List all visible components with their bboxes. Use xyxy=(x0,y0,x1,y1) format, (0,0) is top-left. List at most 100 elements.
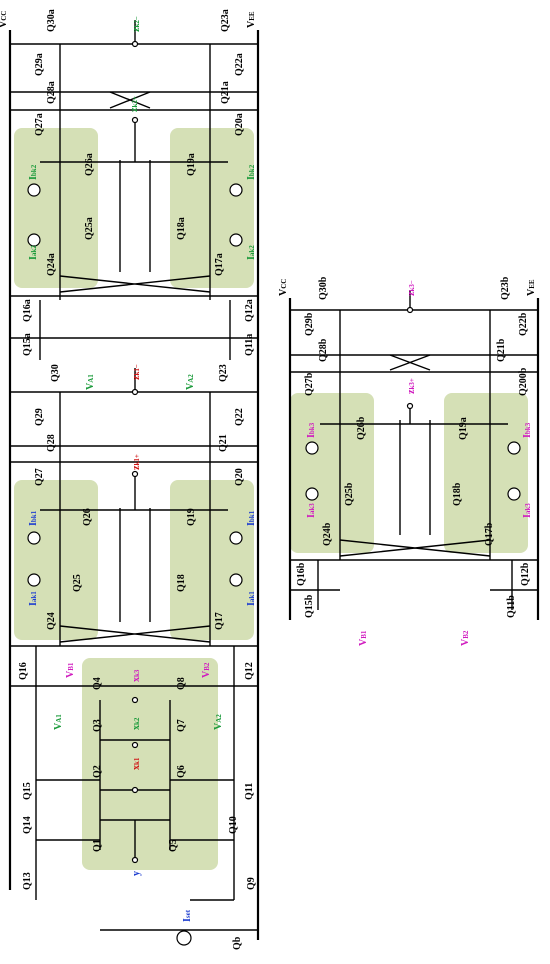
svg-text:Q14: Q14 xyxy=(22,816,33,834)
svg-text:Q6: Q6 xyxy=(176,765,187,778)
vcc-label-right: VCC xyxy=(278,279,289,296)
svg-text:Q12b: Q12b xyxy=(520,562,531,586)
svg-text:Q15a: Q15a xyxy=(22,333,33,356)
shaded-blocks xyxy=(14,128,528,870)
svg-text:Q5: Q5 xyxy=(168,839,179,852)
svg-text:Q21: Q21 xyxy=(218,434,229,452)
svg-text:Q21b: Q21b xyxy=(496,338,507,362)
out-va2: VA2 xyxy=(185,374,196,390)
transistor-labels: Q30a Q23a Q29a Q22a Q28a Q21a Q27a Q20a … xyxy=(18,9,531,950)
svg-text:Q27: Q27 xyxy=(34,468,45,486)
svg-text:Q8: Q8 xyxy=(176,677,187,690)
svg-text:Q16b: Q16b xyxy=(296,562,307,586)
svg-text:Q28: Q28 xyxy=(46,434,57,452)
node-zk3-minus: zk3− xyxy=(406,280,417,296)
svg-text:Iak2: Iak2 xyxy=(28,245,39,260)
wires-left xyxy=(10,20,258,931)
svg-text:Q11: Q11 xyxy=(244,783,255,800)
svg-text:Q22a: Q22a xyxy=(234,53,245,76)
svg-text:Q28b: Q28b xyxy=(318,338,329,362)
terminal-nodes xyxy=(131,40,414,864)
block-k3-right xyxy=(444,393,528,553)
svg-text:Q24b: Q24b xyxy=(322,522,333,546)
svg-text:Q3: Q3 xyxy=(92,719,103,732)
svg-text:Q19a: Q19a xyxy=(458,417,469,440)
svg-text:Q2: Q2 xyxy=(92,765,103,778)
svg-text:Q22b: Q22b xyxy=(518,312,529,336)
out-vb1: VB1 xyxy=(358,630,369,646)
svg-text:Q22: Q22 xyxy=(234,408,245,426)
svg-text:Q25: Q25 xyxy=(72,574,83,592)
svg-text:Q26b: Q26b xyxy=(356,416,367,440)
svg-text:Q25b: Q25b xyxy=(344,482,355,506)
block-k2-right xyxy=(170,128,254,288)
out-vb2: VB2 xyxy=(460,630,471,646)
out-vb2-lower: VB2 xyxy=(201,662,212,678)
vee-label: VEE xyxy=(246,11,257,28)
svg-text:Q24: Q24 xyxy=(46,612,57,630)
node-zk2-minus: zk2− xyxy=(131,16,142,32)
svg-text:Q21a: Q21a xyxy=(220,81,231,104)
vee-label-right: VEE xyxy=(526,279,537,296)
svg-text:Q24a: Q24a xyxy=(46,253,57,276)
node-zk1-minus: zk1− xyxy=(131,364,142,380)
node-xk2: xk2 xyxy=(131,717,142,730)
svg-text:Q12a: Q12a xyxy=(244,299,255,322)
svg-text:Ibk3: Ibk3 xyxy=(306,422,317,438)
wires-right xyxy=(290,290,538,610)
svg-text:Q15: Q15 xyxy=(22,782,33,800)
svg-text:Ibk3: Ibk3 xyxy=(522,422,533,438)
svg-text:Q23a: Q23a xyxy=(220,9,231,32)
svg-text:Q11a: Q11a xyxy=(244,334,255,356)
out-vb1-lower: VB1 xyxy=(65,662,76,678)
block-k1-left xyxy=(14,480,98,640)
out-va2-lower: VA2 xyxy=(213,714,224,730)
svg-text:Iak3: Iak3 xyxy=(522,503,533,518)
svg-text:Q16: Q16 xyxy=(18,662,29,680)
svg-text:Iak2: Iak2 xyxy=(246,245,257,260)
svg-text:Q16a: Q16a xyxy=(22,299,33,322)
current-source-labels: Ibk2 Iak2 Ibk2 Iak2 Ibk1 Iak1 Ibk1 Iak1 … xyxy=(28,164,533,606)
node-xk3: xk3 xyxy=(131,669,142,682)
svg-text:Q25a: Q25a xyxy=(84,217,95,240)
block-k3-left xyxy=(290,393,374,553)
node-zk2-plus: zk2+ xyxy=(129,96,140,112)
svg-text:Ibk1: Ibk1 xyxy=(246,510,257,526)
svg-text:Iak1: Iak1 xyxy=(246,591,257,606)
svg-text:Q17: Q17 xyxy=(214,612,225,630)
node-xk1: xk1 xyxy=(131,757,142,770)
source-iset: Iset xyxy=(182,909,193,922)
svg-text:Q29a: Q29a xyxy=(34,53,45,76)
svg-text:Q9: Q9 xyxy=(246,877,257,890)
svg-text:Q11b: Q11b xyxy=(506,595,517,618)
svg-text:Q17b: Q17b xyxy=(484,522,495,546)
svg-text:Q30b: Q30b xyxy=(318,276,329,300)
svg-text:Q18: Q18 xyxy=(176,574,187,592)
block-k2-left xyxy=(14,128,98,288)
svg-text:Iak1: Iak1 xyxy=(28,591,39,606)
block-input-core xyxy=(82,658,218,870)
svg-text:Ibk1: Ibk1 xyxy=(28,510,39,526)
block-k1-right xyxy=(170,480,254,640)
node-y: y xyxy=(131,871,142,876)
svg-text:Iak3: Iak3 xyxy=(306,503,317,518)
svg-text:Q18b: Q18b xyxy=(452,482,463,506)
svg-text:Q26a: Q26a xyxy=(84,153,95,176)
svg-text:Q20a: Q20a xyxy=(234,113,245,136)
svg-text:Q29b: Q29b xyxy=(304,312,315,336)
svg-text:Q19: Q19 xyxy=(186,508,197,526)
svg-text:Ibk2: Ibk2 xyxy=(246,164,257,180)
svg-text:Q12: Q12 xyxy=(244,662,255,680)
svg-text:Q23: Q23 xyxy=(218,364,229,382)
node-zk1-plus: zk1+ xyxy=(131,454,142,470)
svg-text:Q4: Q4 xyxy=(92,677,103,690)
svg-text:Qb: Qb xyxy=(232,936,243,950)
svg-text:Q10: Q10 xyxy=(228,816,239,834)
svg-text:Q26: Q26 xyxy=(82,508,93,526)
svg-text:Q15b: Q15b xyxy=(304,594,315,618)
node-zk3-plus: zk3+ xyxy=(406,378,417,394)
svg-text:Q28a: Q28a xyxy=(46,81,57,104)
svg-text:Q17a: Q17a xyxy=(214,253,225,276)
svg-text:Q7: Q7 xyxy=(176,719,187,732)
